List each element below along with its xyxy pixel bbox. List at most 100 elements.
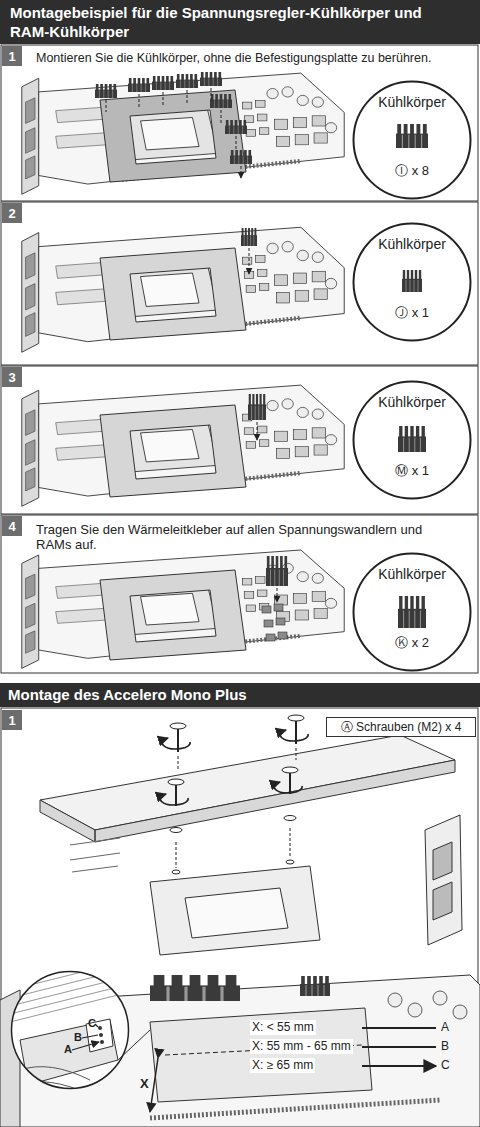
step-number-text: 3 <box>8 370 15 385</box>
rotation-arrow <box>162 738 190 749</box>
magnifier-inset: CBA <box>10 970 130 1090</box>
screw-shaft <box>289 773 291 794</box>
dimension-label: X: ≥ 65 mm <box>250 1058 315 1073</box>
adhesive-spot <box>264 620 273 627</box>
step-number-text: 4 <box>8 519 15 534</box>
part-count: Ⓚ x 2 <box>352 634 472 652</box>
circle-title: Kühlkörper <box>352 94 472 110</box>
mounting-plate <box>100 570 246 660</box>
capacitor <box>433 991 447 1005</box>
instruction-text: Tragen Sie den Wärmeleitkleber auf allen… <box>36 522 456 552</box>
step-panel <box>1 45 478 201</box>
circle-title: Kühlkörper <box>352 394 472 410</box>
heatsink <box>300 976 330 996</box>
step-panel <box>1 515 478 673</box>
gpu-cooler-base <box>150 1008 372 1102</box>
graphics-card <box>22 73 344 194</box>
dimension-letter: X <box>140 1076 149 1091</box>
washer <box>170 828 182 833</box>
dimension-label: X: 55 mm - 65 mm <box>250 1039 353 1054</box>
heatsink <box>225 120 247 134</box>
parts-circle: Kühlkörper Ⓜ x 1 <box>352 380 472 500</box>
cooler-plate-edge <box>40 760 455 842</box>
capacitors <box>388 991 467 1019</box>
cooler-detail <box>70 838 120 872</box>
heatsink <box>266 556 288 586</box>
screws <box>168 715 304 806</box>
rotation-arrows <box>160 730 308 805</box>
parts-circle: Kühlkörper Ⓙ x 1 <box>352 222 472 342</box>
heatsink <box>200 72 222 86</box>
step-number: 2 <box>2 203 22 223</box>
adhesive-spot <box>262 606 271 613</box>
screw-head <box>170 723 186 729</box>
washers <box>170 816 296 875</box>
pointer-arrow <box>362 1028 436 1066</box>
inset-hole <box>99 1033 103 1037</box>
dimension-label: X: < 55 mm <box>250 1020 316 1035</box>
parts-circle: Kühlkörper Ⓚ x 2 <box>352 552 472 672</box>
dashed-arrow <box>106 88 241 178</box>
washer <box>284 816 296 821</box>
thermal-adhesive <box>262 604 287 641</box>
inset-content <box>10 960 130 1095</box>
heatsink <box>95 84 117 98</box>
inset-hole <box>100 1040 104 1044</box>
step-number: 3 <box>2 367 22 387</box>
step-number: 4 <box>2 516 22 536</box>
step-number: 1 <box>2 710 22 730</box>
inset-plate <box>20 1020 118 1085</box>
heatsink-icon <box>402 270 422 292</box>
part-count: Ⓜ x 1 <box>352 462 472 480</box>
instruction-text: Montieren Sie die Kühlkörper, ohne die B… <box>36 51 476 66</box>
capacitor <box>388 993 402 1007</box>
step-number: 1 <box>2 46 22 66</box>
circle-title: Kühlkörper <box>352 566 472 582</box>
parts-box: Ⓐ Schrauben (M2) x 4 <box>326 717 476 737</box>
dashed-arrow <box>249 248 250 274</box>
adhesive-spot <box>266 634 275 641</box>
inset-cable <box>15 1067 90 1095</box>
dashed-arrow <box>277 588 278 602</box>
dashed-guide <box>176 748 296 868</box>
washer <box>172 870 180 874</box>
heatsink-icon <box>398 426 426 452</box>
dimension-letter: B <box>441 1039 449 1054</box>
gold-fingers <box>150 1100 440 1118</box>
mounting-plate <box>100 90 246 182</box>
step-number-text: 1 <box>8 713 15 728</box>
bracket-ports <box>433 842 452 920</box>
section-heading-text: Montage des Accelero Mono Plus <box>8 686 247 703</box>
circle-outline <box>10 970 130 1090</box>
pointer-letter: C <box>88 1017 96 1029</box>
capacitor <box>453 1005 467 1019</box>
heatsink <box>248 394 266 420</box>
inset-fins <box>10 960 130 1022</box>
step-number-text: 1 <box>8 49 15 64</box>
heatsink <box>210 94 232 108</box>
graphics-card <box>22 227 344 352</box>
heading-title: Montagebeispiel für die Spannungsregler-… <box>10 3 455 41</box>
heatsink-row <box>150 975 240 1001</box>
screw-shaft <box>175 785 177 806</box>
circle-title: Kühlkörper <box>352 236 472 252</box>
capacitor <box>408 1003 422 1017</box>
step-panel <box>1 366 478 514</box>
part-count: Ⓙ x 1 <box>352 304 472 322</box>
graphics-card <box>22 550 344 668</box>
rotation-arrow <box>274 782 302 793</box>
header-band <box>0 0 480 44</box>
cooler-bracket <box>425 815 462 945</box>
pointer-letter: A <box>64 1043 72 1055</box>
screw-head <box>282 767 298 773</box>
adhesive-spot <box>274 604 283 611</box>
heatsink <box>176 74 198 88</box>
adhesive-spot <box>278 632 287 639</box>
screw-head <box>168 779 184 785</box>
rotation-arrow <box>280 730 308 741</box>
inset-hole <box>98 1026 102 1030</box>
circle-border <box>12 972 129 1089</box>
screw-head <box>288 715 304 721</box>
heatsink <box>230 150 252 164</box>
